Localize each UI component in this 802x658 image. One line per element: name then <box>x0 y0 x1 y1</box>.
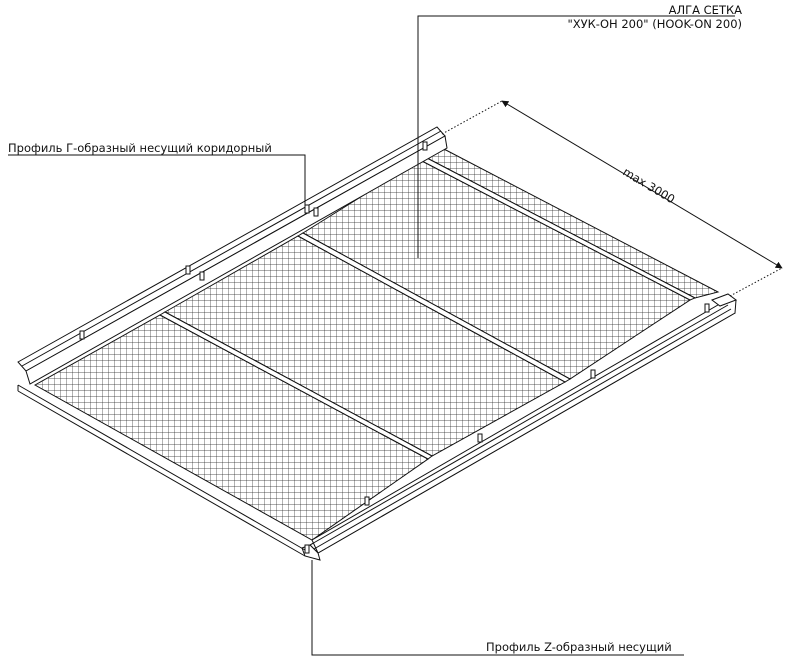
mesh-panels <box>33 147 720 541</box>
label-g-profile: Профиль Г-образный несущий коридорный <box>8 141 272 155</box>
leader-lines <box>8 15 735 656</box>
dimension-text: max 3000 <box>620 165 677 207</box>
leader-g-profile <box>8 154 306 210</box>
cross-profile-1 <box>158 311 433 460</box>
label-z-profile: Профиль Z-образный несущий <box>486 640 672 654</box>
g-profile <box>17 126 448 385</box>
z-profile <box>301 293 738 561</box>
cross-profile-2 <box>296 232 572 383</box>
leader-grid-title <box>417 15 735 258</box>
leader-z-profile <box>311 560 684 656</box>
grid-title-line1: АЛГА СЕТКА <box>668 3 742 17</box>
grid-title-line2: "ХУК-ОН 200" (HOOK-ON 200) <box>567 17 742 31</box>
bottom-frame <box>17 384 306 557</box>
